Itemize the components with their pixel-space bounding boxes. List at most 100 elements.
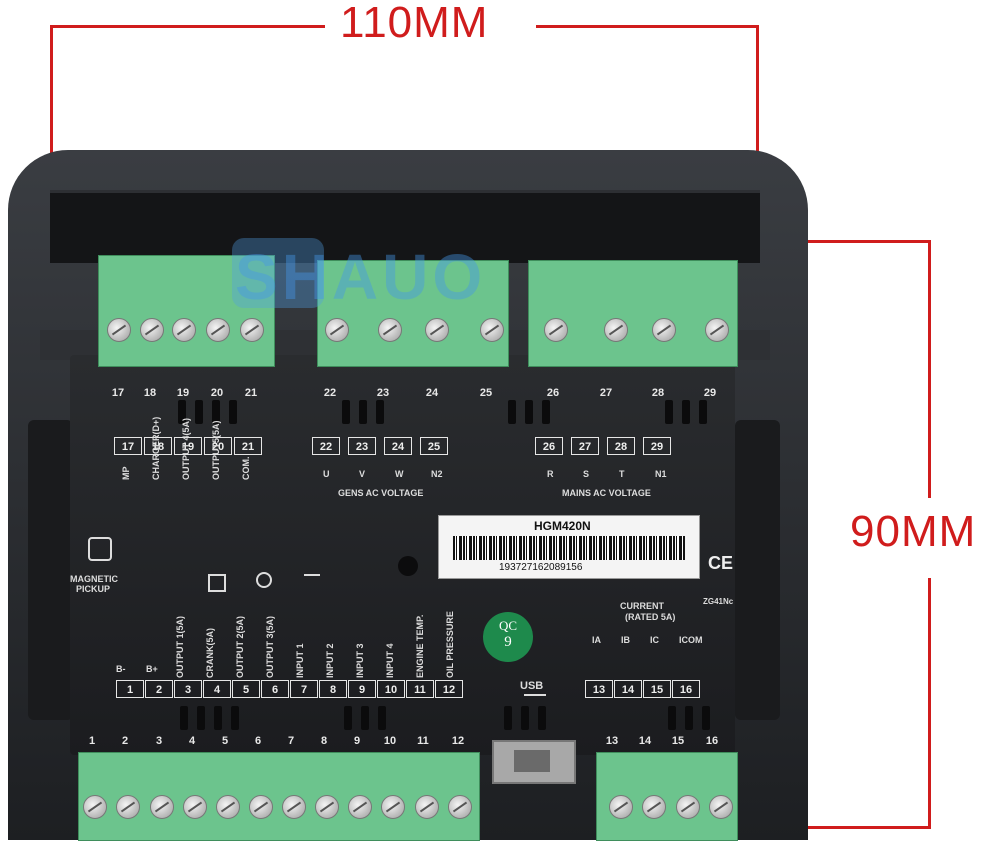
magnetic-pickup-icon (88, 537, 112, 561)
bottom-pin-box: 12 (435, 680, 463, 698)
mains-phase-label: N1 (655, 469, 667, 479)
terminal-screw[interactable] (705, 318, 729, 342)
terminal-screw[interactable] (378, 318, 402, 342)
terminal-screw[interactable] (172, 318, 196, 342)
mains-phase-label: S (583, 469, 590, 479)
current-title-1: CURRENT (620, 601, 664, 611)
bottom-terminal-number: 5 (221, 735, 229, 747)
bottom-pin-label: B- (116, 664, 126, 674)
usb-port[interactable] (492, 740, 576, 784)
height-dimension-bottom-tick (740, 826, 931, 829)
terminal-screw[interactable] (652, 318, 676, 342)
bottom-terminal-number: 9 (353, 735, 361, 747)
vent-slot (214, 706, 222, 730)
height-dimension-upper-line (928, 240, 931, 498)
bottom-pin-box: 6 (261, 680, 289, 698)
bottom-pin-box: 8 (319, 680, 347, 698)
gens-pin-box: 25 (420, 437, 448, 455)
terminal-screw[interactable] (240, 318, 264, 342)
top-terminal-number: 26 (546, 387, 560, 399)
ground-icon (304, 574, 320, 576)
terminal-screw[interactable] (348, 795, 372, 819)
terminal-block-22-25 (317, 260, 509, 367)
bottom-terminal-number: 11 (417, 735, 429, 747)
bottom-terminal-number: 10 (383, 735, 397, 747)
terminal-screw[interactable] (315, 795, 339, 819)
terminal-screw[interactable] (609, 795, 633, 819)
terminal-screw[interactable] (83, 795, 107, 819)
terminal-screw[interactable] (249, 795, 273, 819)
terminal-block-26-29 (528, 260, 738, 367)
terminal-screw[interactable] (381, 795, 405, 819)
terminal-screw[interactable] (116, 795, 140, 819)
terminal-screw[interactable] (544, 318, 568, 342)
width-dimension-left-line (50, 25, 325, 28)
product-code: ZG41Nc (703, 597, 734, 606)
vent-slot (504, 706, 512, 730)
vent-slot (699, 400, 707, 424)
relay-icon (208, 574, 226, 592)
terminal-screw[interactable] (604, 318, 628, 342)
bottom-terminal-number: 4 (188, 735, 196, 747)
vent-slot (376, 400, 384, 424)
vent-slot (685, 706, 693, 730)
bottom-pin-label: INPUT 4 (385, 643, 395, 678)
current-pin-box: 14 (614, 680, 642, 698)
bottom-terminal-number: 15 (671, 735, 685, 747)
terminal-screw[interactable] (425, 318, 449, 342)
bottom-pin-box: 9 (348, 680, 376, 698)
terminal-screw[interactable] (150, 795, 174, 819)
bottom-pin-box: 5 (232, 680, 260, 698)
pin-label: COM. (241, 456, 251, 481)
top-terminal-number: 17 (111, 387, 125, 399)
terminal-screw[interactable] (325, 318, 349, 342)
vent-slot (180, 706, 188, 730)
terminal-screw[interactable] (107, 318, 131, 342)
terminal-screw[interactable] (216, 795, 240, 819)
gens-phase-label: N2 (431, 469, 443, 479)
mains-pin-box: 27 (571, 437, 599, 455)
terminal-screw[interactable] (448, 795, 472, 819)
current-phase-label: IA (592, 635, 601, 645)
top-terminal-number: 23 (376, 387, 390, 399)
vent-slot (342, 400, 350, 424)
bottom-pin-label: OUTPUT 2(5A) (235, 615, 245, 678)
terminal-screw[interactable] (140, 318, 164, 342)
terminal-screw[interactable] (709, 795, 733, 819)
width-dimension-right-tick (756, 25, 759, 243)
alarm-icon (256, 572, 272, 588)
bottom-pin-label: ENGINE TEMP. (415, 614, 425, 678)
pin-label: MP (121, 466, 131, 481)
terminal-screw[interactable] (206, 318, 230, 342)
mains-pin-box: 28 (607, 437, 635, 455)
watermark-text: SHAUO (235, 241, 487, 313)
current-pin-box: 13 (585, 680, 613, 698)
mains-phase-label: R (547, 469, 554, 479)
bottom-pin-box: 4 (203, 680, 231, 698)
top-terminal-number: 22 (323, 387, 337, 399)
terminal-screw[interactable] (282, 795, 306, 819)
magnetic-pickup-label-2: PICKUP (76, 584, 111, 594)
bottom-terminal-number: 6 (254, 735, 262, 747)
terminal-screw[interactable] (480, 318, 504, 342)
bottom-pin-label: INPUT 1 (295, 643, 305, 678)
height-dimension-top-tick (756, 240, 931, 243)
current-title-2: (RATED 5A) (625, 612, 676, 622)
bottom-pin-label: OUTPUT 1(5A) (175, 615, 185, 678)
vent-slot (197, 706, 205, 730)
qc-badge-bottom: 9 (504, 634, 512, 650)
left-side-clip (28, 420, 73, 720)
terminal-screw[interactable] (676, 795, 700, 819)
terminal-screw[interactable] (642, 795, 666, 819)
qc-badge: QC 9 (483, 612, 533, 662)
magnetic-pickup-label-1: MAGNETIC (70, 574, 118, 584)
vent-slot (178, 400, 186, 424)
pin-box: 19 (174, 437, 202, 455)
terminal-screw[interactable] (183, 795, 207, 819)
gens-pin-box: 22 (312, 437, 340, 455)
pin-label: OUTPUT 4(5A) (181, 417, 191, 480)
gens-ac-voltage-label: GENS AC VOLTAGE (338, 488, 424, 498)
gens-phase-label: U (323, 469, 330, 479)
terminal-screw[interactable] (415, 795, 439, 819)
vent-slot (521, 706, 529, 730)
